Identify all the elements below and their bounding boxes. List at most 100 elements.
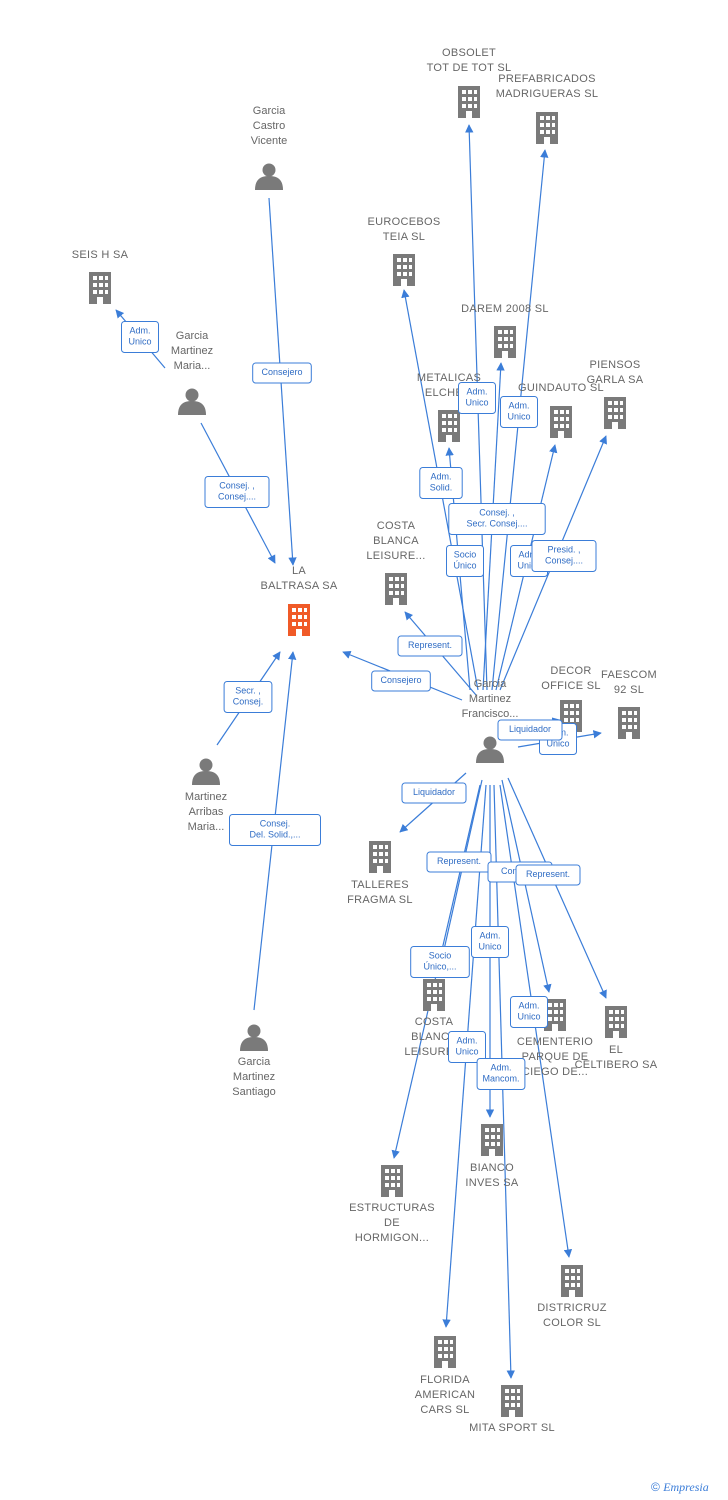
- edge-tag-e16[interactable]: Liquidador: [497, 719, 563, 741]
- edge-tag-e6[interactable]: Consejero: [371, 670, 431, 692]
- edge-tag-text: Adm.: [129, 326, 150, 336]
- node-costa1[interactable]: COSTABLANCALEISURE...: [366, 520, 425, 605]
- building-icon: [604, 397, 626, 429]
- edge-tag-e22[interactable]: SocioÚnico,...: [410, 946, 470, 978]
- edge-tag-e20[interactable]: Represent.: [515, 864, 581, 886]
- building-icon: [550, 406, 572, 438]
- building-icon: [438, 410, 460, 442]
- node-garciafrancisco[interactable]: GarciaMartinezFrancisco...: [462, 678, 519, 763]
- edge-tag-box: [229, 814, 321, 846]
- node-prefabricados[interactable]: PREFABRICADOS MADRIGUERAS SL: [496, 73, 599, 144]
- edge-tag-e4[interactable]: Secr. ,Consej.: [223, 681, 273, 713]
- edge-tag-e21[interactable]: Adm.Unico: [471, 926, 509, 958]
- node-mita[interactable]: MITA SPORT SL: [469, 1385, 555, 1434]
- edge-tag-text: Unico: [478, 942, 501, 952]
- edge-tag-text: Unico: [517, 561, 540, 571]
- node-label: DISTRICRUZ: [537, 1302, 607, 1314]
- node-darem[interactable]: DAREM 2008 SL: [461, 303, 549, 358]
- node-label: CARS SL: [420, 1404, 469, 1416]
- edge-tag-text: Adm.: [508, 401, 529, 411]
- edge-tag-text: Consej....: [218, 492, 256, 502]
- edge-tag-text: Adm.: [518, 550, 539, 560]
- edge-tag-e17[interactable]: Liquidador: [401, 782, 467, 804]
- node-label: Martinez: [185, 791, 227, 803]
- node-label: BLANCA: [411, 1031, 457, 1043]
- edge-tag-text: Unico: [455, 1047, 478, 1057]
- node-label: METALICAS: [417, 372, 481, 384]
- node-label: INVES SA: [465, 1177, 519, 1189]
- node-guindauto[interactable]: GUINDAUTO SL: [518, 382, 604, 438]
- node-label: OFFICE SL: [541, 680, 601, 692]
- building-icon: [561, 1265, 583, 1297]
- edge-tag-e1[interactable]: Consejero: [252, 362, 312, 384]
- copyright-notice: © Empresia: [651, 1480, 709, 1495]
- building-icon: [89, 272, 111, 304]
- edge-tag-box: [515, 864, 581, 886]
- node-label: Maria...: [174, 360, 211, 372]
- edge-tag-e7[interactable]: Represent.: [397, 635, 463, 657]
- edge-tag-e18[interactable]: Represent.: [426, 851, 492, 873]
- node-label: Vicente: [251, 135, 288, 147]
- node-label: MADRIGUERAS SL: [496, 88, 599, 100]
- building-icon: [481, 1124, 503, 1156]
- edge-tag-e25[interactable]: Adm.Mancom.: [476, 1058, 526, 1090]
- building-icon: [288, 604, 310, 636]
- person-icon: [192, 758, 220, 785]
- node-label: Garcia: [176, 330, 209, 342]
- node-martinezarribas[interactable]: MartinezArribasMaria...: [185, 758, 227, 834]
- edge-tag-box: [458, 382, 496, 414]
- edge-tag-e8[interactable]: Adm.Unico: [458, 382, 496, 414]
- node-label: AMERICAN: [415, 1389, 475, 1401]
- edge-tag-e10[interactable]: Adm.Solid.: [419, 467, 463, 499]
- edge-tag-text: Adm.: [456, 1036, 477, 1046]
- node-label: EUROCEBOS: [368, 216, 441, 228]
- node-label: DE: [384, 1217, 400, 1229]
- node-label: FLORIDA: [420, 1374, 470, 1386]
- node-label: PREFABRICADOS: [498, 73, 595, 85]
- edge-tag-e9[interactable]: Adm.Unico: [500, 396, 538, 428]
- edge-tag-box: [252, 362, 312, 384]
- edge-tag-text: Secr. ,: [235, 686, 261, 696]
- edge-tag-text: Adm.: [479, 931, 500, 941]
- node-label: Garcia: [238, 1056, 271, 1068]
- edge-tag-text: Represent.: [526, 869, 570, 879]
- edge-tag-text: Adm.: [466, 387, 487, 397]
- node-garciamaria[interactable]: GarciaMartinezMaria...: [171, 330, 213, 415]
- edge-tag-e14[interactable]: Presid. ,Consej....: [531, 540, 597, 572]
- edge-tag-e23[interactable]: Adm.Unico: [510, 996, 548, 1028]
- edge-tag-e11[interactable]: Consej. ,Secr. Consej....: [448, 503, 546, 535]
- node-label: FRAGMA SL: [347, 894, 413, 906]
- node-seish[interactable]: SEIS H SA: [72, 249, 129, 304]
- edge-tag-e24[interactable]: Adm.Unico: [448, 1031, 486, 1063]
- edge-tag-text: Consej. ,: [219, 481, 255, 491]
- edge-tag-box: [448, 503, 546, 535]
- node-florida[interactable]: FLORIDA AMERICAN CARS SL: [415, 1336, 475, 1416]
- edge-tag-e2[interactable]: Adm.Unico: [121, 321, 159, 353]
- building-icon: [605, 1006, 627, 1038]
- building-icon: [536, 112, 558, 144]
- node-estructuras[interactable]: ESTRUCTURASDEHORMIGON...: [349, 1165, 435, 1244]
- node-label: PARQUE DE: [522, 1051, 589, 1063]
- edge-tag-text: Unico: [128, 337, 151, 347]
- node-label: Martinez: [233, 1071, 275, 1083]
- building-icon: [385, 573, 407, 605]
- node-label: COSTA: [377, 520, 416, 532]
- node-label: CEMENTERIO: [517, 1036, 593, 1048]
- node-label: SEIS H SA: [72, 249, 129, 261]
- edge-tag-e5[interactable]: Consej.Del. Solid.,...: [229, 814, 321, 846]
- edge-tag-e3[interactable]: Consej. ,Consej....: [204, 476, 270, 508]
